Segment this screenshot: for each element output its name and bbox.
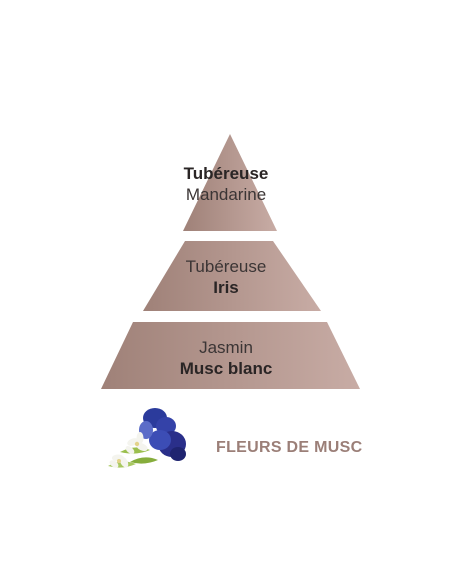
- base-notes: Jasmin Musc blanc: [0, 337, 452, 379]
- top-note-2: Mandarine: [185, 185, 267, 204]
- top-notes: Tubéreuse Mandarine: [0, 163, 452, 205]
- top-note-1: Tubéreuse: [183, 164, 269, 183]
- heart-note-1: Tubéreuse: [185, 257, 267, 276]
- base-note-2: Musc blanc: [179, 359, 273, 378]
- pyramid-middle-tier: [143, 241, 321, 311]
- heart-note-2: Iris: [213, 278, 239, 297]
- base-note-1: Jasmin: [199, 338, 253, 357]
- product-name: FLEURS DE MUSC: [216, 439, 363, 456]
- heart-notes: Tubéreuse Iris: [0, 256, 452, 298]
- fragrance-pyramid: [101, 134, 360, 389]
- pyramid-top-tier: [183, 134, 277, 231]
- flower-bouquet-icon: [108, 408, 186, 468]
- pyramid-base-tier: [101, 322, 360, 389]
